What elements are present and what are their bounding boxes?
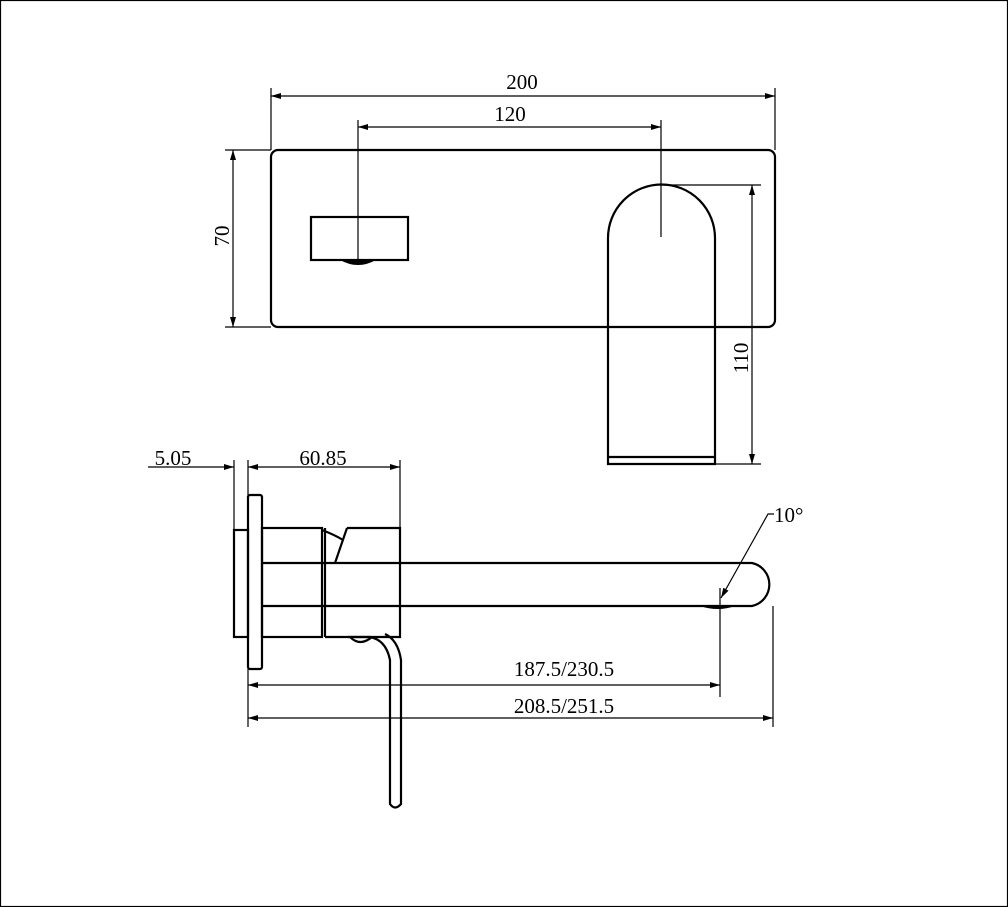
dimension-110: 110: [729, 343, 753, 374]
dimension-60-85: 60.85: [299, 446, 346, 470]
lever-pivot: [349, 636, 373, 644]
dimension-70: 70: [210, 226, 234, 247]
dimension-200: 200: [506, 70, 538, 94]
handle-front: [309, 215, 410, 262]
aerator-shade: [700, 606, 735, 609]
dimension-overall-reach: 208.5/251.5: [514, 694, 614, 718]
dimension-5-05: 5.05: [155, 446, 192, 470]
dimension-120: 120: [494, 102, 526, 126]
side-view: 5.05 60.85 187.5/230.5 208.5/251.5 10°: [148, 446, 803, 809]
angle-leader: [720, 513, 774, 599]
dimension-angle: 10°: [774, 503, 803, 527]
cover-plate: [269, 148, 777, 329]
wall-plate: [246, 493, 264, 671]
body-front: [321, 526, 402, 639]
back-box: [232, 528, 250, 639]
spout-tube: [262, 561, 771, 608]
front-view: 200 120 70 110: [210, 70, 777, 466]
lever-handle: [348, 633, 403, 809]
body-rear: [260, 526, 324, 639]
handle-shade: [340, 260, 376, 265]
dimension-spout-reach: 187.5/230.5: [514, 657, 614, 681]
